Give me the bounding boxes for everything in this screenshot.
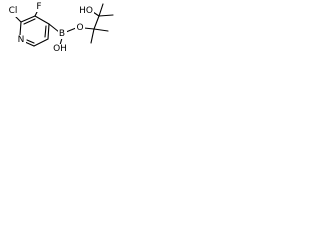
bond-c2-methyl-top xyxy=(98,3,104,17)
atom-oh: OH xyxy=(51,44,69,55)
pinacol-fragment xyxy=(83,3,114,44)
atom-ho: HO xyxy=(78,6,94,17)
bond-c1-methyl-down xyxy=(90,28,95,44)
pyridine-ring xyxy=(19,15,50,47)
bond-c6-n-inner xyxy=(26,39,35,44)
atom-ho-label: HO xyxy=(79,6,93,16)
bond-c2-methyl-right xyxy=(98,14,114,17)
bond-c4-c5 xyxy=(47,23,50,40)
atom-f: F xyxy=(35,2,43,12)
atom-o: O xyxy=(75,23,85,33)
atom-cl: Cl xyxy=(5,6,21,17)
bond-c1-c2 xyxy=(93,15,100,30)
bond-o-c1 xyxy=(83,27,95,30)
bond-c5-c6 xyxy=(33,38,49,47)
atom-n-label: N xyxy=(18,35,25,45)
bond-c2-c3-inner xyxy=(23,18,36,25)
bond-b-o xyxy=(65,27,77,33)
bond-n-c2 xyxy=(19,21,22,36)
bond-c4-b xyxy=(48,23,60,33)
atom-oh-label: OH xyxy=(53,44,67,54)
atom-n: N xyxy=(16,35,26,45)
bond-b-oh xyxy=(59,37,63,46)
atom-b-label: B xyxy=(59,29,65,39)
atom-b: B xyxy=(58,29,67,39)
bond-c4-c5-inner xyxy=(44,25,47,38)
atom-o-label: O xyxy=(76,23,83,33)
bond-c6-n xyxy=(24,41,35,47)
bond-c2-c3 xyxy=(20,15,36,23)
bond-c1-methyl-right xyxy=(93,28,109,32)
atom-f-label: F xyxy=(36,2,41,12)
atom-cl-label: Cl xyxy=(9,6,18,16)
chemical-structure: Cl F N B O HO OH xyxy=(5,2,114,55)
bond-c3-c4 xyxy=(34,15,50,25)
